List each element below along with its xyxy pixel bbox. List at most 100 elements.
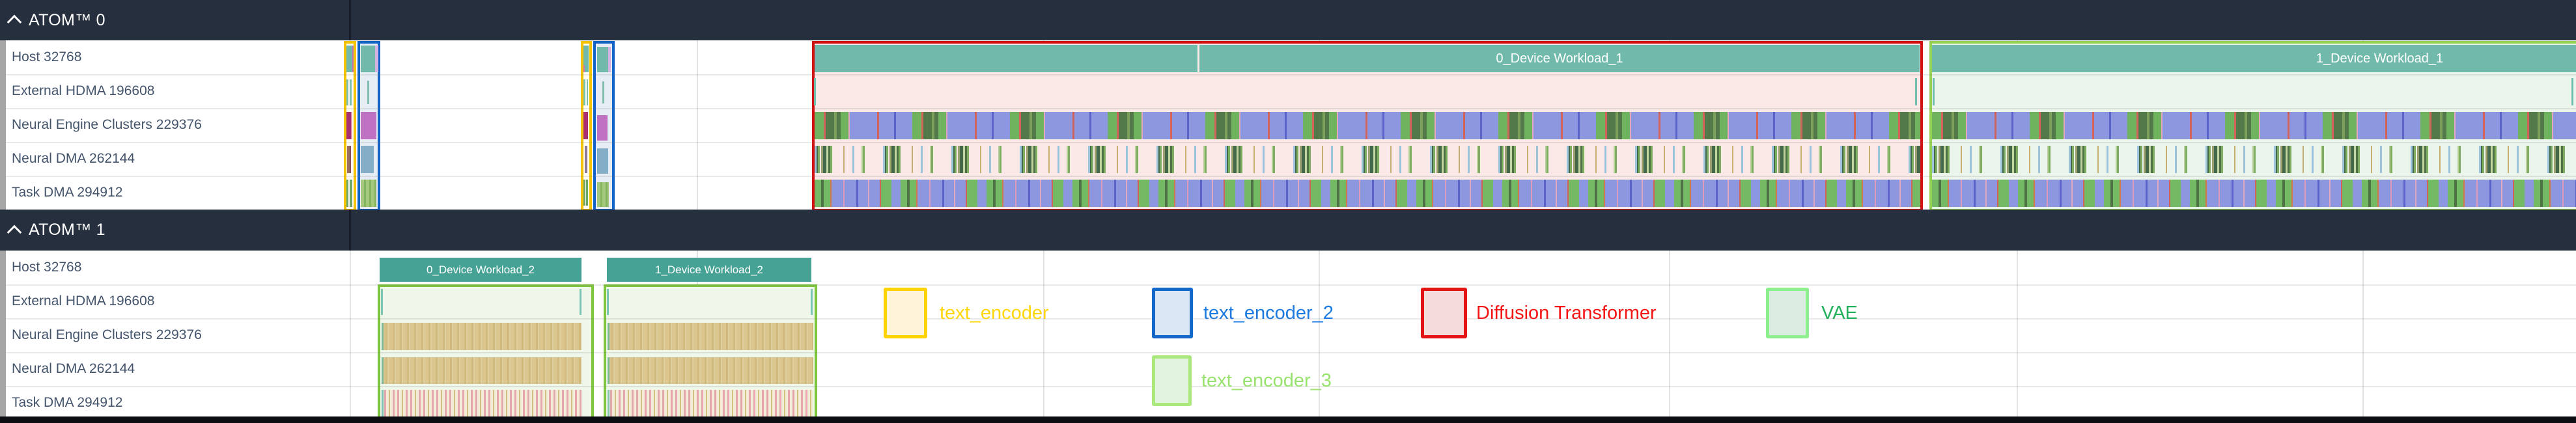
- slice-host-accent[interactable]: [608, 47, 611, 72]
- slice-nec[interactable]: [597, 115, 608, 141]
- scrollbar-track[interactable]: [0, 40, 6, 210]
- slice-host[interactable]: [583, 46, 589, 72]
- slice-hdma[interactable]: [367, 81, 369, 104]
- legend-swatch-text-encoder-3: [1152, 355, 1192, 406]
- neural-dma-activity-pattern[interactable]: [1932, 146, 2576, 173]
- horizontal-scrollbar-track[interactable]: [0, 416, 2576, 423]
- header-divider: [349, 210, 351, 251]
- task-dma-activity-pattern[interactable]: [1932, 180, 2576, 207]
- slice-host-accent[interactable]: [375, 46, 378, 72]
- legend-label-text-encoder-3: text_encoder_3: [1201, 370, 1332, 391]
- legend-label-vae: VAE: [1821, 302, 1858, 323]
- slice-host-accent[interactable]: [352, 46, 354, 72]
- slice-tdma[interactable]: [586, 180, 588, 206]
- track-label-task-dma[interactable]: Task DMA 294912: [12, 185, 123, 200]
- slice-workload-host-segment[interactable]: [815, 45, 1197, 72]
- slice-tdma[interactable]: [597, 182, 609, 207]
- timeline-gridline: [1669, 251, 1670, 416]
- slice-hdma-tick[interactable]: [381, 289, 383, 315]
- section-header-atom-1[interactable]: ATOM™ 1: [0, 210, 2576, 251]
- slice-hdma-tick[interactable]: [2571, 78, 2573, 105]
- slice-ndma-accent[interactable]: [350, 146, 351, 173]
- timeline-gridline: [697, 40, 698, 210]
- slice-tdma[interactable]: [346, 180, 348, 207]
- row-separator: [0, 318, 2576, 320]
- legend-swatch-vae: [1766, 288, 1809, 338]
- track-label-host[interactable]: Host 32768: [12, 49, 82, 64]
- slice-hdma[interactable]: [587, 79, 588, 105]
- timeline-gridline: [2362, 251, 2364, 416]
- legend-label-text-encoder-2: text_encoder_2: [1203, 302, 1334, 323]
- slice-hdma-tick[interactable]: [607, 289, 609, 315]
- slice-hdma[interactable]: [583, 79, 585, 105]
- row-separator: [0, 352, 2576, 353]
- activity-bar-start-tick: [608, 323, 609, 350]
- neural-dma-activity-bar[interactable]: [608, 357, 813, 384]
- track-label-neural-dma[interactable]: Neural DMA 262144: [12, 361, 135, 376]
- slice-nec[interactable]: [361, 112, 376, 139]
- slice-nec[interactable]: [346, 112, 351, 139]
- track-label-host[interactable]: Host 32768: [12, 260, 82, 275]
- activity-bar-start-tick: [382, 357, 384, 384]
- track-label-neural-engine[interactable]: Neural Engine Clusters 229376: [12, 117, 202, 132]
- slice-host-accent[interactable]: [583, 65, 585, 72]
- slice-ndma[interactable]: [361, 146, 374, 173]
- task-dma-activity-stripes[interactable]: [608, 390, 813, 418]
- slice-hdma[interactable]: [346, 79, 348, 105]
- slice-hdma-tick[interactable]: [811, 289, 813, 315]
- timeline-gridline: [350, 251, 351, 416]
- row-separator: [0, 74, 2576, 75]
- slice-host[interactable]: [361, 46, 375, 72]
- neural-dma-activity-pattern[interactable]: [815, 146, 1920, 173]
- slice-hdma-tick[interactable]: [580, 289, 581, 315]
- collapse-chevron-icon[interactable]: [7, 14, 22, 30]
- slice-workload-host[interactable]: 0_Device Workload_1: [1199, 45, 1920, 72]
- header-divider: [349, 0, 351, 40]
- neural-engine-activity-bar[interactable]: [382, 323, 581, 350]
- slice-hdma[interactable]: [350, 79, 352, 105]
- slice-hdma[interactable]: [602, 81, 604, 103]
- legend-label-diffusion-transformer: Diffusion Transformer: [1476, 302, 1657, 323]
- slice-nec[interactable]: [583, 112, 588, 139]
- neural-engine-activity-pattern[interactable]: [815, 112, 1920, 139]
- slice-nec-accent[interactable]: [351, 112, 352, 139]
- slice-ndma[interactable]: [347, 146, 350, 173]
- slice-tdma[interactable]: [583, 180, 585, 206]
- timeline-gridline: [1319, 251, 1320, 416]
- track-label-task-dma[interactable]: Task DMA 294912: [12, 395, 123, 410]
- neural-dma-activity-bar[interactable]: [382, 357, 581, 384]
- collapse-chevron-icon[interactable]: [7, 225, 22, 239]
- slice-hdma-tick[interactable]: [1915, 78, 1917, 105]
- slice-workload-host[interactable]: 1_Device Workload_1: [1932, 45, 2576, 72]
- slice-ndma[interactable]: [597, 148, 608, 174]
- task-dma-activity-stripes[interactable]: [382, 390, 581, 418]
- slice-hdma-tick[interactable]: [814, 78, 816, 105]
- legend-swatch-text-encoder: [884, 288, 927, 338]
- legend-swatch-diffusion-transformer: [1421, 288, 1467, 338]
- slice-tdma[interactable]: [350, 180, 352, 207]
- scrollbar-track[interactable]: [0, 251, 6, 416]
- slice-host[interactable]: [346, 46, 352, 72]
- activity-bar-start-tick: [382, 390, 384, 418]
- row-separator: [0, 386, 2576, 387]
- timeline-gridline: [1043, 251, 1044, 416]
- activity-bar-start-tick: [608, 357, 609, 384]
- track-label-neural-engine[interactable]: Neural Engine Clusters 229376: [12, 327, 202, 342]
- timeline-gridline: [2017, 251, 2018, 416]
- track-label-neural-dma[interactable]: Neural DMA 262144: [12, 151, 135, 166]
- slice-workload-host[interactable]: 1_Device Workload_2: [607, 258, 811, 282]
- row-separator: [0, 284, 2576, 286]
- slice-tdma[interactable]: [361, 180, 376, 207]
- neural-engine-activity-bar[interactable]: [608, 323, 813, 350]
- row-separator: [0, 108, 2576, 109]
- task-dma-activity-pattern[interactable]: [815, 180, 1920, 207]
- slice-hdma-tick[interactable]: [1933, 78, 1935, 105]
- section-header-atom-0[interactable]: ATOM™ 0: [0, 0, 2576, 40]
- slice-host[interactable]: [597, 47, 608, 72]
- slice-workload-host[interactable]: 0_Device Workload_2: [380, 258, 581, 282]
- track-label-external-hdma[interactable]: External HDMA 196608: [12, 293, 155, 308]
- neural-engine-activity-pattern[interactable]: [1932, 112, 2576, 139]
- track-label-external-hdma[interactable]: External HDMA 196608: [12, 83, 155, 98]
- slice-ndma[interactable]: [585, 146, 587, 173]
